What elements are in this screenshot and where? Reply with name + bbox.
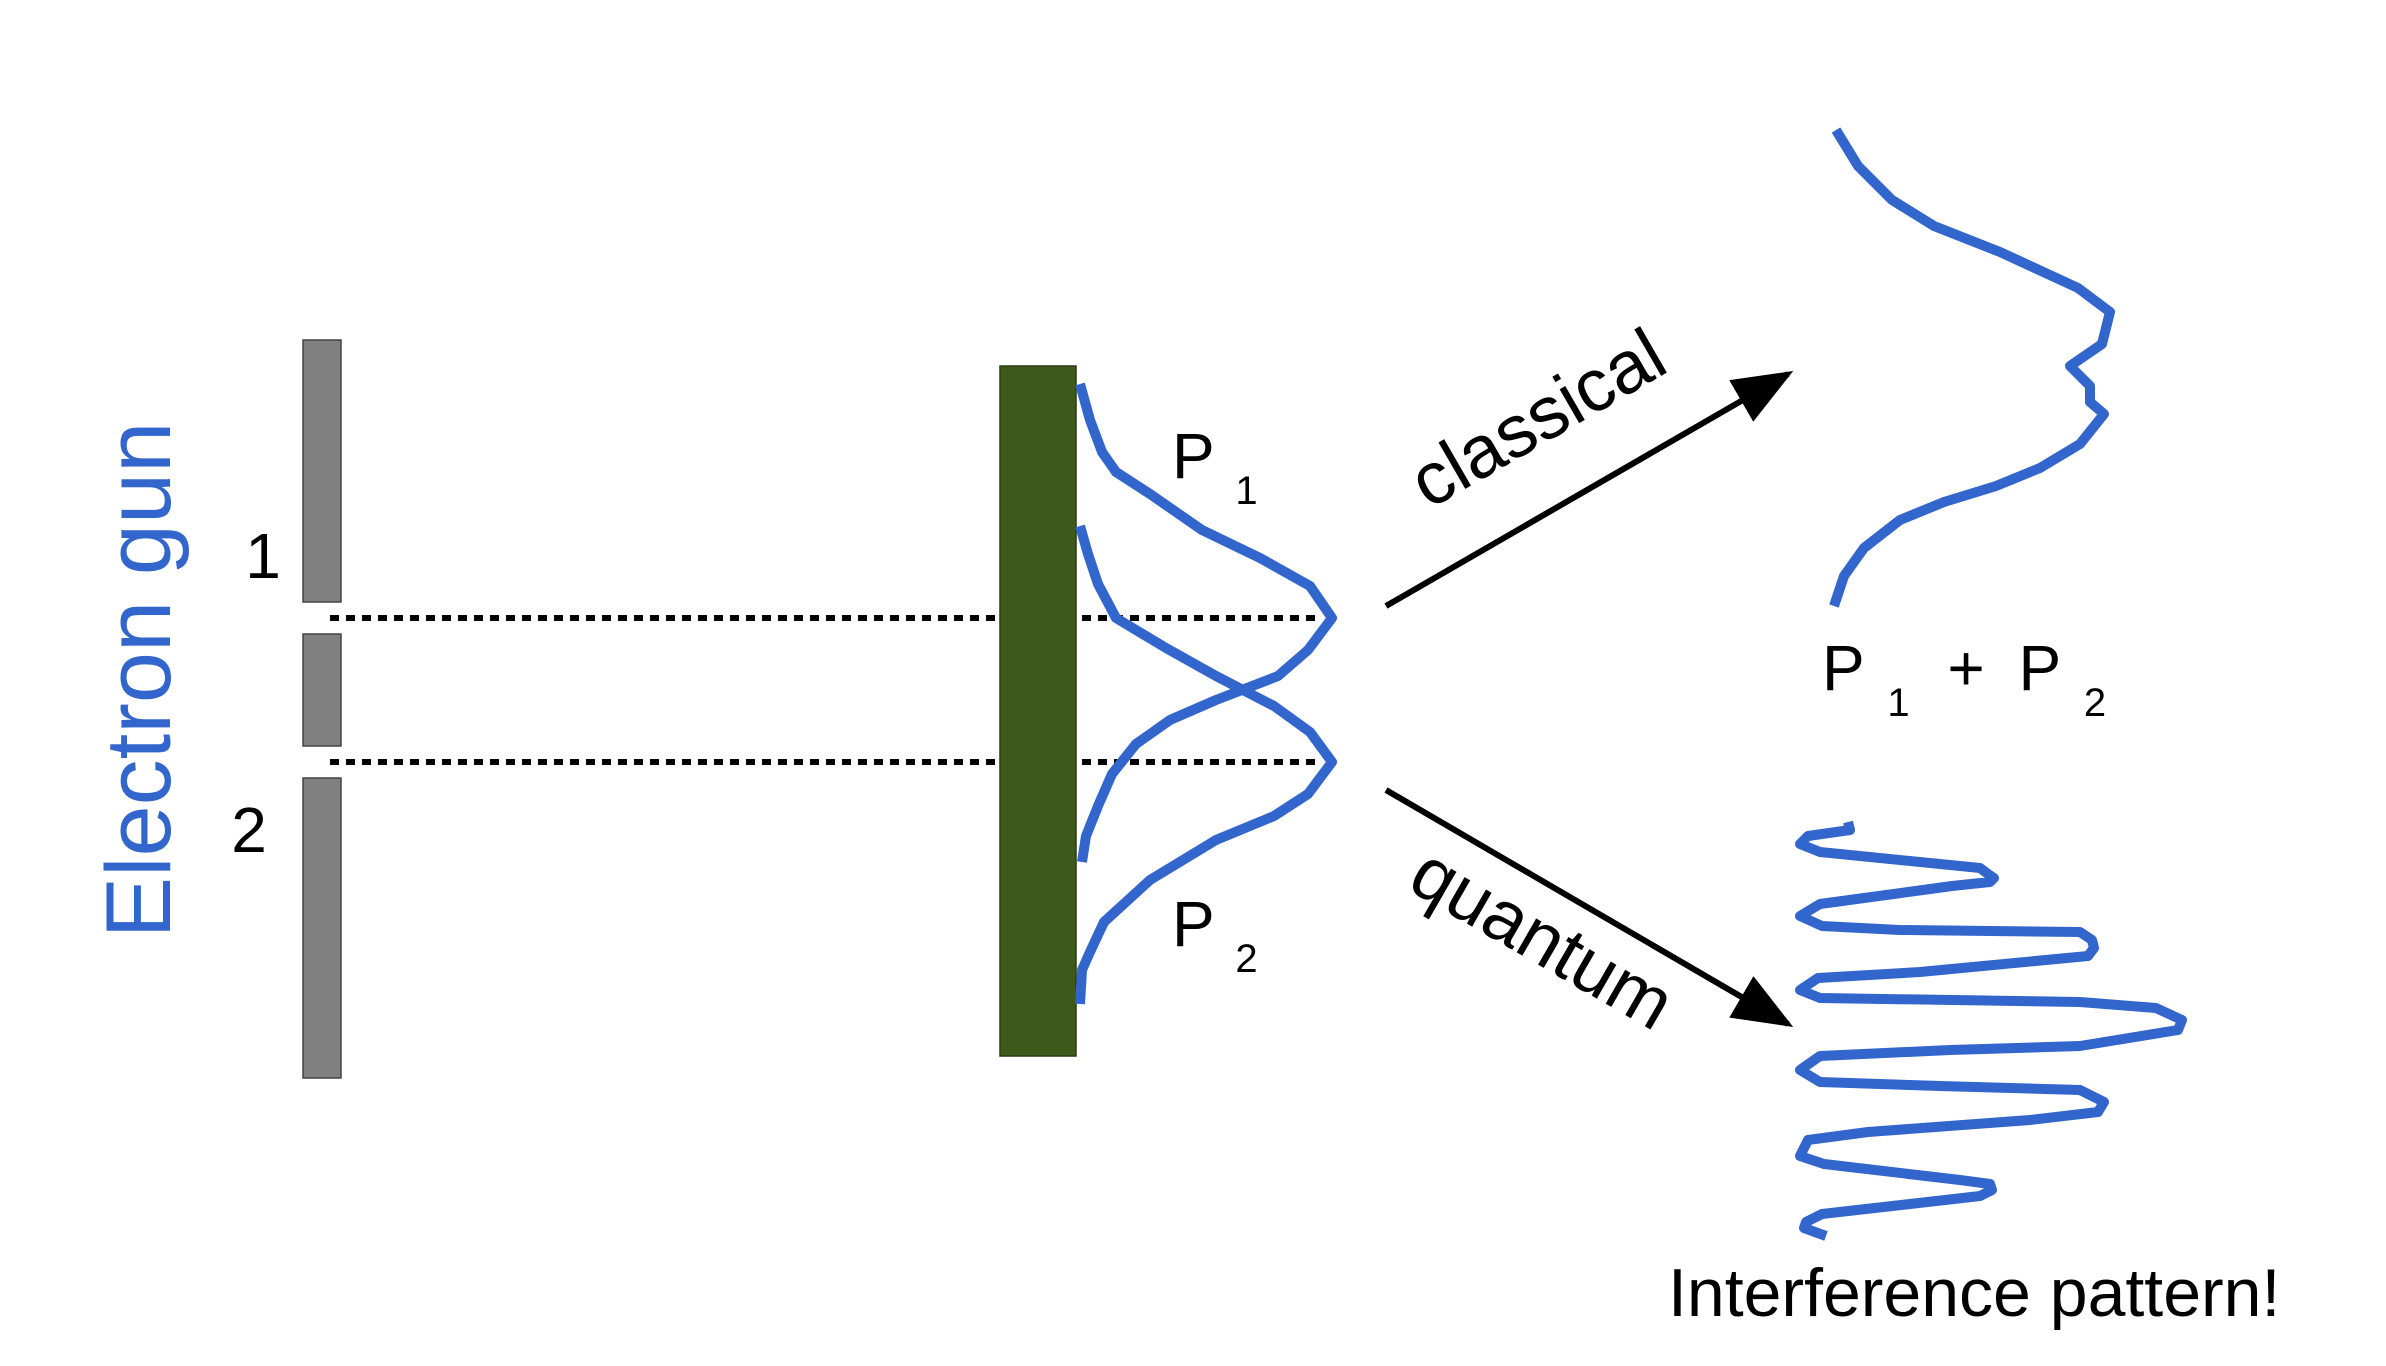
p2-distribution-curve bbox=[1075, 524, 1337, 1005]
slit-wall-middle bbox=[302, 633, 342, 747]
classical-p2-subscript: 2 bbox=[2084, 681, 2106, 725]
classical-arrow bbox=[1384, 371, 1794, 609]
slit-1-label: 1 bbox=[245, 520, 281, 592]
p2-label-letter: P bbox=[1172, 888, 1214, 960]
p1-label-subscript: 1 bbox=[1235, 469, 1257, 513]
slit-2-label: 2 bbox=[231, 794, 267, 866]
slit-wall-top bbox=[302, 339, 342, 603]
slit-wall-bottom bbox=[302, 777, 342, 1079]
classical-result-label: P 1 + P 2 bbox=[1822, 632, 2106, 730]
classical-plus-sign: + bbox=[1947, 632, 1984, 704]
classical-p2-letter: P bbox=[2019, 632, 2061, 704]
detection-screen bbox=[999, 365, 1077, 1057]
p2-label: P 2 bbox=[1172, 888, 1258, 981]
classical-p1-letter: P bbox=[1822, 632, 1864, 704]
classical-p1-subscript: 1 bbox=[1887, 681, 1909, 725]
p1-label-letter: P bbox=[1172, 420, 1214, 492]
electron-gun-label: Electron gun bbox=[88, 422, 190, 939]
quantum-arrow bbox=[1384, 787, 1794, 1028]
interference-pattern-label: Interference pattern! bbox=[1668, 1255, 2280, 1331]
p2-label-subscript: 2 bbox=[1235, 937, 1257, 981]
p1-distribution-curve bbox=[1075, 382, 1337, 863]
classical-sum-curve bbox=[1829, 127, 2115, 608]
classical-arrow-label: classical bbox=[1395, 312, 1679, 524]
interference-pattern-curve bbox=[1795, 820, 2187, 1241]
p1-label: P 1 bbox=[1172, 420, 1258, 513]
